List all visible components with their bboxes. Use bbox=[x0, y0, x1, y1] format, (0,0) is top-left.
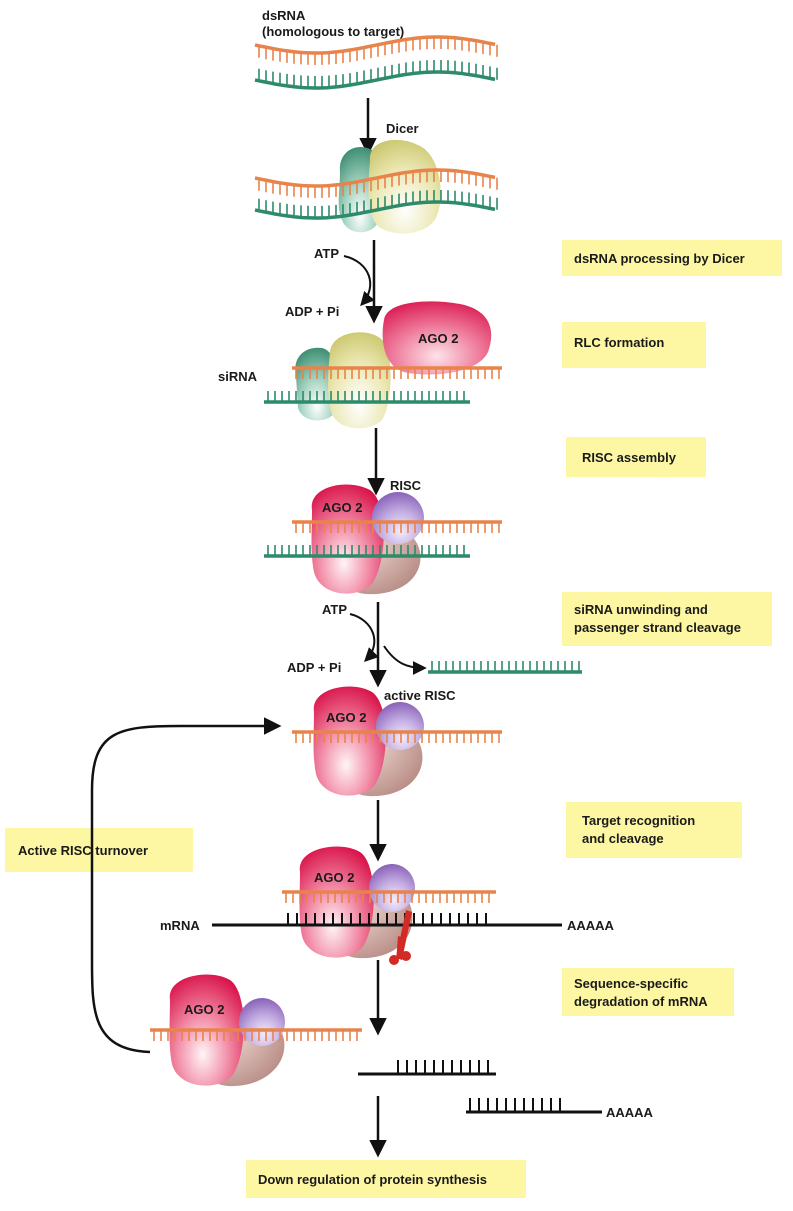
dicer-label: Dicer bbox=[386, 121, 419, 136]
sirna-in-risc bbox=[264, 520, 502, 558]
step-box-turnover: Active RISC turnover bbox=[5, 828, 193, 872]
active-risc-ago2-protein bbox=[313, 686, 386, 796]
dsrna-sublabel: (homologous to target) bbox=[262, 24, 404, 39]
mrna-label: mRNA bbox=[160, 918, 200, 933]
dicer-complex bbox=[338, 139, 441, 234]
step-box-degradation: Sequence-specific degradation of mRNA bbox=[562, 968, 734, 1016]
step-label-down-regulation: Down regulation of protein synthesis bbox=[258, 1172, 487, 1187]
mrna-paired-bases bbox=[287, 913, 487, 925]
rlc-yellow-subunit bbox=[328, 332, 391, 429]
active-guide-bases bbox=[295, 732, 500, 743]
fragment-2-ticks bbox=[469, 1098, 561, 1112]
step-label-degradation-1: Sequence-specific bbox=[574, 976, 688, 991]
risc-partner-protein bbox=[372, 492, 424, 544]
dicer-sense-strand-bases bbox=[258, 170, 498, 198]
turnover-ago2-label: AGO 2 bbox=[184, 1002, 224, 1017]
atp-label-1: ATP bbox=[314, 246, 339, 261]
rlc-antisense-strand-bases bbox=[267, 391, 465, 402]
guide-strand-active bbox=[292, 730, 502, 743]
step-label-target-1: Target recognition bbox=[582, 813, 695, 828]
mrna-bases bbox=[287, 913, 487, 925]
passenger-bases bbox=[431, 661, 580, 672]
step-label-degradation-2: degradation of mRNA bbox=[574, 994, 708, 1009]
step-label-target-2: and cleavage bbox=[582, 831, 664, 846]
risc-ago2-label: AGO 2 bbox=[322, 500, 362, 515]
rlc-complex: AGO 2 bbox=[295, 301, 492, 429]
guide-strand-target bbox=[282, 890, 496, 903]
adp-label-2: ADP + Pi bbox=[287, 660, 341, 675]
step-box-risc-assembly: RISC assembly bbox=[566, 437, 706, 477]
risc-passenger-strand-bases bbox=[267, 545, 465, 556]
polya-label-2: AAAAA bbox=[606, 1105, 654, 1120]
antisense-strand-backbone bbox=[254, 70, 496, 90]
step-label-unwinding-2: passenger strand cleavage bbox=[574, 620, 741, 635]
target-guide-bases bbox=[285, 892, 490, 903]
released-passenger-strand bbox=[428, 661, 582, 674]
step-label-unwinding-1: siRNA unwinding and bbox=[574, 602, 708, 617]
target-risc-partner-protein bbox=[369, 864, 415, 912]
cleavage-scissors-icon bbox=[389, 910, 412, 965]
risc-guide-strand-bases bbox=[295, 522, 500, 533]
step-label-dicer-processing: dsRNA processing by Dicer bbox=[574, 251, 745, 266]
active-risc-ago2-label: AGO 2 bbox=[326, 710, 366, 725]
mrna-fragment-1-bases bbox=[397, 1060, 489, 1074]
dsrna-label: dsRNA bbox=[262, 8, 306, 23]
polya-label-1: AAAAA bbox=[567, 918, 615, 933]
risc-ago2-protein bbox=[311, 484, 384, 594]
dicer-antisense-strand-bases bbox=[258, 190, 498, 218]
rlc-ago2-protein bbox=[382, 301, 492, 375]
step-label-turnover: Active RISC turnover bbox=[18, 843, 148, 858]
target-risc-ago2-protein bbox=[299, 846, 374, 958]
sense-strand-bases bbox=[258, 37, 498, 65]
dsrna-on-dicer bbox=[254, 168, 498, 220]
adp-label-1: ADP + Pi bbox=[285, 304, 339, 319]
step-label-rlc-formation: RLC formation bbox=[574, 335, 664, 350]
risc-label: RISC bbox=[390, 478, 422, 493]
turnover-risc-partner-protein bbox=[239, 998, 285, 1046]
passenger-release-arrow bbox=[383, 645, 427, 675]
fragment-1-ticks bbox=[397, 1060, 489, 1074]
step-box-dicer-processing: dsRNA processing by Dicer bbox=[562, 240, 782, 276]
target-ago2-label: AGO 2 bbox=[314, 870, 354, 885]
atp-label-2: ATP bbox=[322, 602, 347, 617]
step-box-down-regulation: Down regulation of protein synthesis bbox=[246, 1160, 526, 1198]
dsrna-duplex bbox=[254, 35, 498, 90]
antisense-strand-bases bbox=[258, 60, 498, 88]
step-box-target-recognition: Target recognition and cleavage bbox=[566, 802, 742, 858]
atp-hydrolysis-arc-1 bbox=[343, 255, 375, 307]
sirna-label: siRNA bbox=[218, 369, 258, 384]
sense-strand-backbone bbox=[254, 35, 496, 55]
turnover-loop-arrow bbox=[90, 717, 282, 1054]
mrna-fragment-2-bases bbox=[469, 1098, 561, 1112]
active-risc-partner-protein bbox=[376, 702, 424, 750]
active-risc-label: active RISC bbox=[384, 688, 456, 703]
risc-complex: AGO 2 bbox=[311, 484, 424, 595]
step-label-risc-assembly: RISC assembly bbox=[582, 450, 677, 465]
dicer-yellow-subunit bbox=[368, 139, 441, 234]
atp-hydrolysis-arc-2 bbox=[349, 613, 379, 662]
rlc-ago2-label: AGO 2 bbox=[418, 331, 458, 346]
guide-strand-turnover bbox=[150, 1028, 362, 1041]
rlc-sense-strand-bases bbox=[295, 368, 500, 379]
step-box-rlc-formation: RLC formation bbox=[562, 322, 706, 368]
sirna-duplex bbox=[264, 366, 502, 404]
step-box-unwinding: siRNA unwinding and passenger strand cle… bbox=[562, 592, 772, 646]
turnover-guide-bases bbox=[153, 1030, 358, 1041]
